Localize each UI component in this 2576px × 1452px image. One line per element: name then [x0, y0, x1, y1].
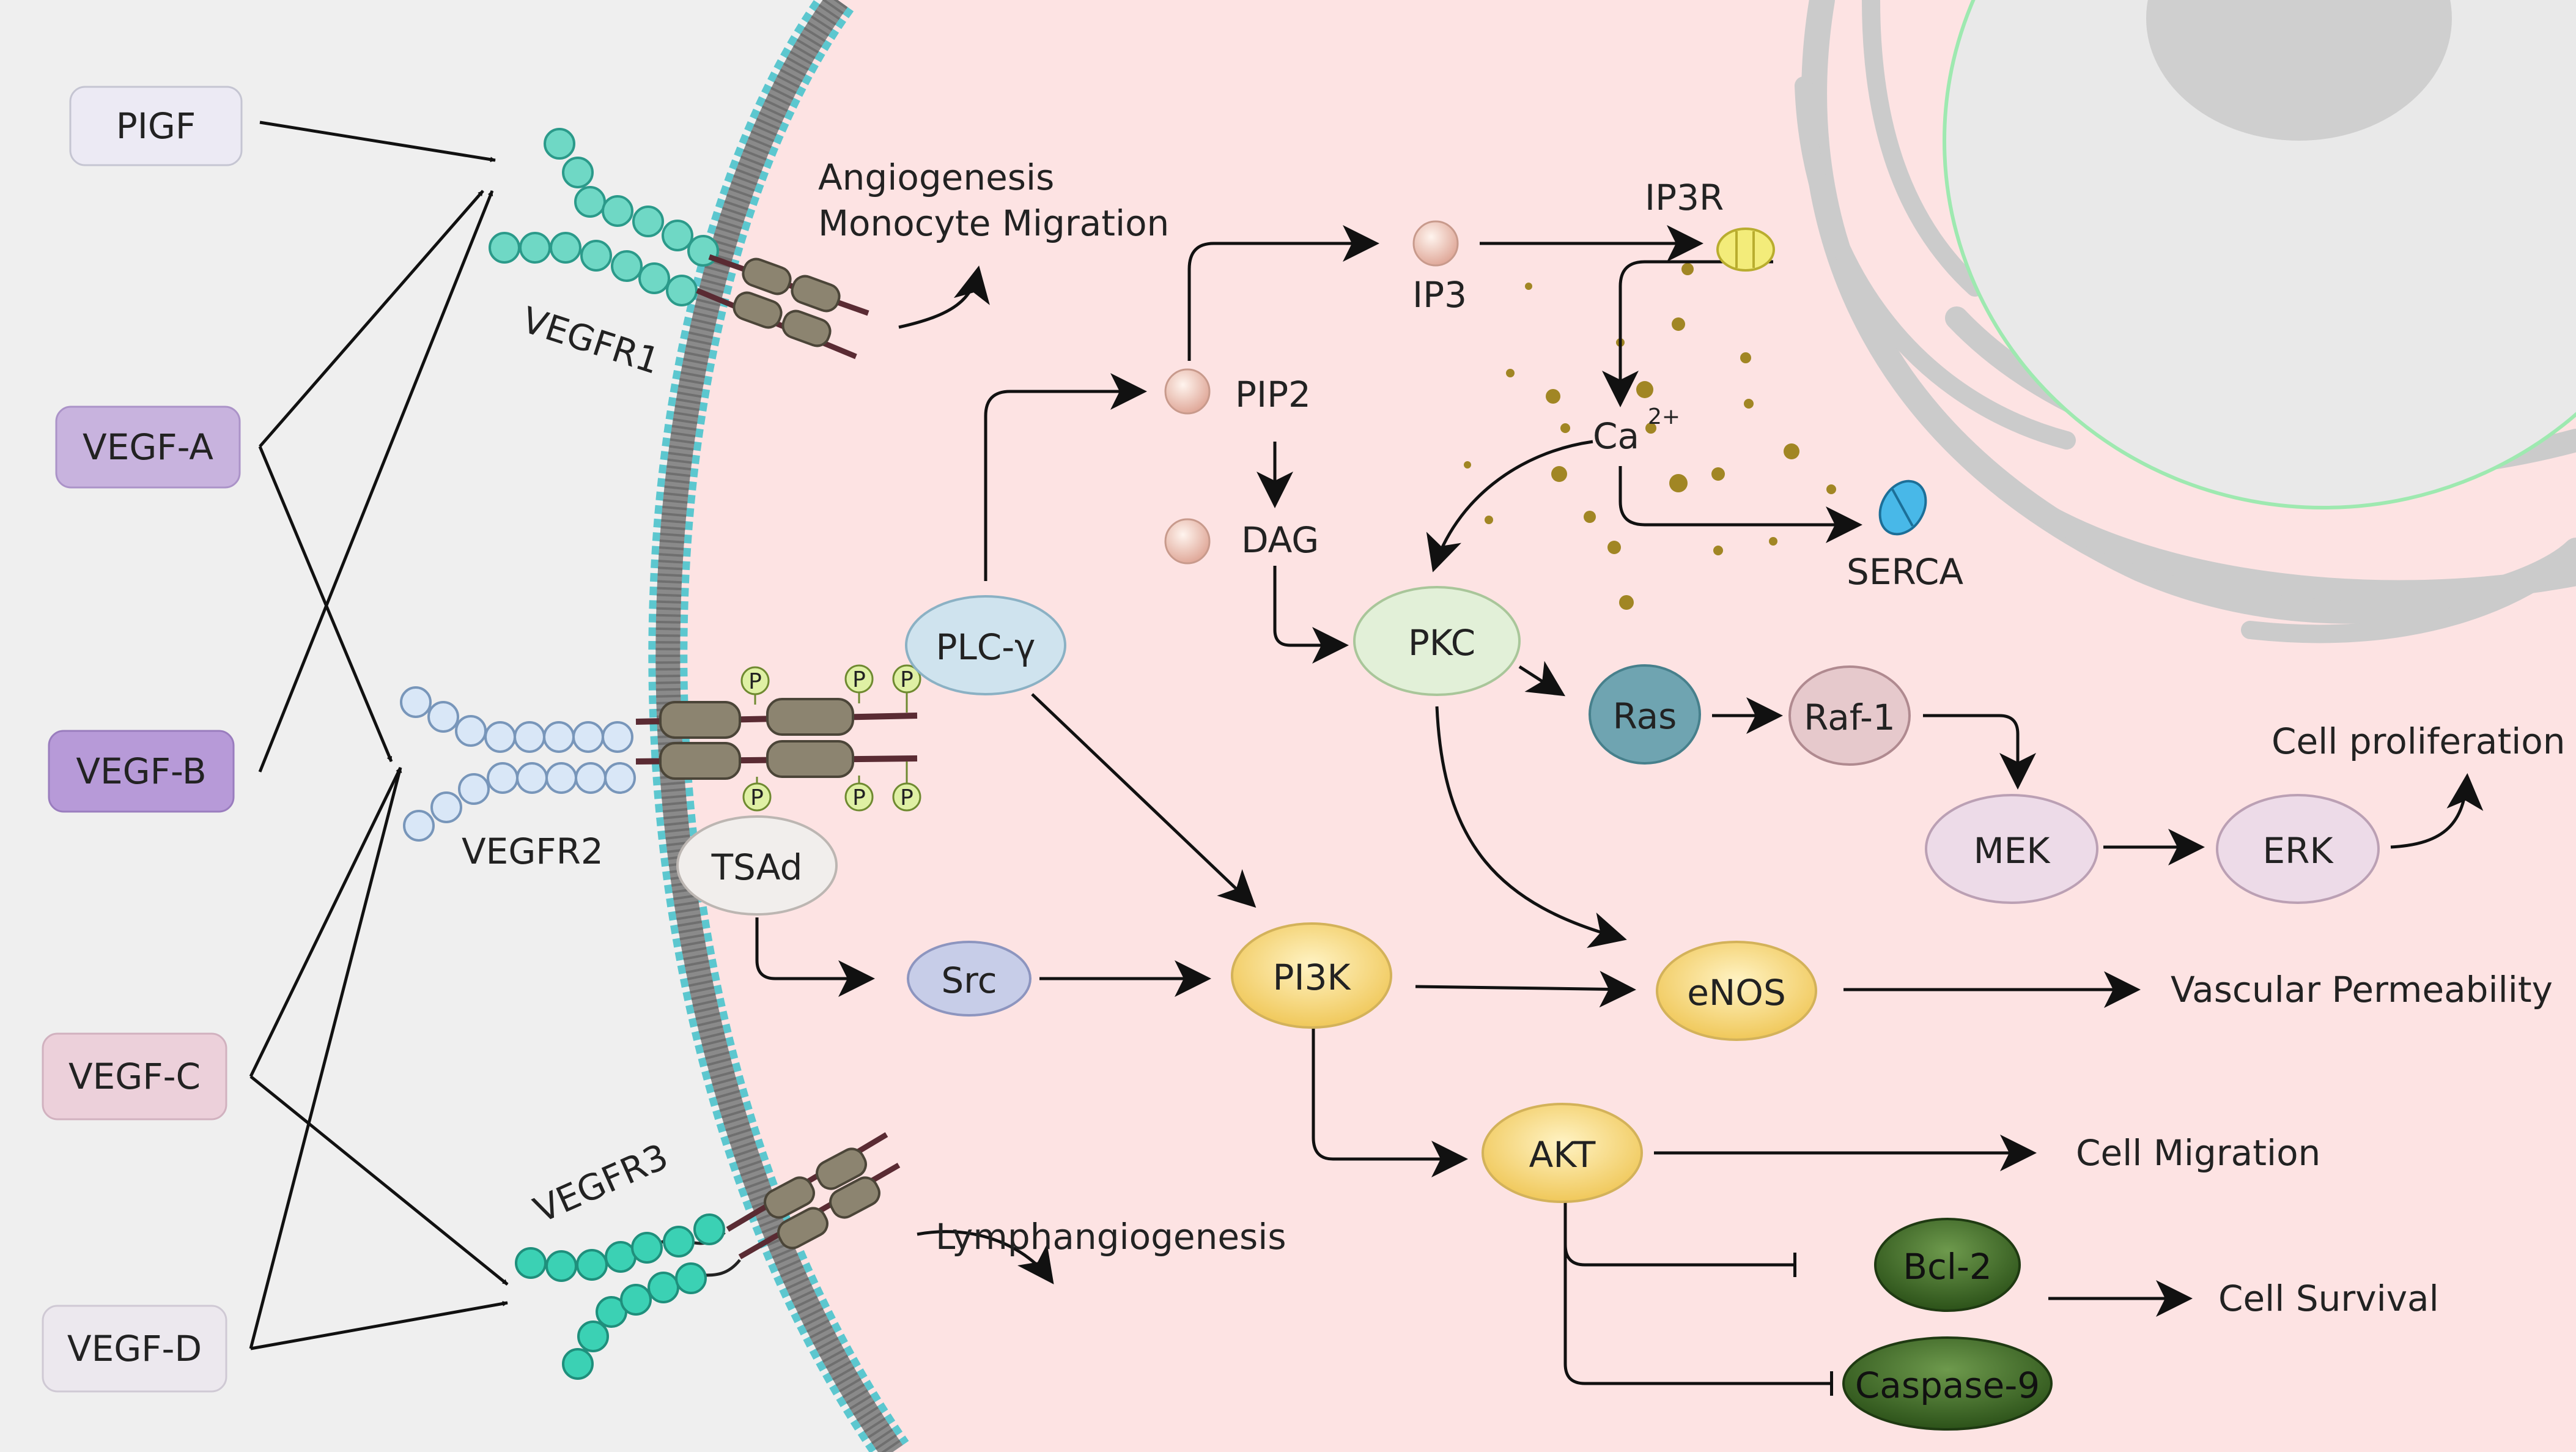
ligand-vegf-a: VEGF-A [55, 406, 241, 489]
raf1-node: Raf-1 [1788, 665, 1911, 766]
enos-label: eNOS [1687, 972, 1786, 1013]
pathway-arrows [755, 225, 2484, 1396]
ip3-label: IP3 [1412, 274, 1467, 316]
caspase9-label: Caspase-9 [1855, 1365, 2040, 1406]
ligand-pigf-label: PIGF [116, 105, 196, 147]
phospho-site: P [900, 667, 913, 692]
outcome-lymphangiogenesis: Lymphangiogenesis [936, 1216, 1286, 1258]
ligand-vegf-d-label: VEGF-D [67, 1328, 202, 1369]
ligand-pigf: PIGF [69, 86, 243, 166]
pi3k-node: PI3K [1231, 922, 1392, 1029]
pip2-molecule: PIP2 [1164, 368, 1311, 415]
outcome-cell-migration: Cell Migration [2076, 1132, 2320, 1174]
vegfr2-receptor: P P P P P P VEGFR2 [400, 664, 921, 872]
caspase9-node: Caspase-9 [1842, 1336, 2053, 1431]
outcome-angiogenesis: Angiogenesis [818, 157, 1054, 198]
ligand-vegf-c-label: VEGF-C [68, 1056, 201, 1097]
outcome-labels: Angiogenesis Monocyte Migration Lymphang… [818, 157, 2566, 1319]
calcium-charge: 2+ [1648, 404, 1680, 429]
src-label: Src [941, 960, 997, 1001]
phospho-site: P [748, 669, 762, 694]
enos-node: eNOS [1656, 941, 1817, 1041]
ligand-vegf-b: VEGF-B [48, 730, 235, 813]
mek-node: MEK [1925, 794, 2098, 904]
ras-label: Ras [1613, 695, 1677, 737]
pkc-node: PKC [1353, 586, 1521, 696]
src-node: Src [907, 941, 1032, 1017]
akt-label: AKT [1529, 1134, 1596, 1176]
outcome-vascular-permeability: Vascular Permeability [2171, 969, 2553, 1010]
ip3r-label: IP3R [1645, 177, 1724, 218]
bcl2-label: Bcl-2 [1903, 1246, 1992, 1287]
phospho-site: P [900, 785, 913, 810]
erk-node: ERK [2216, 794, 2380, 904]
calcium-label: Ca [1593, 415, 1639, 457]
cell-membrane [648, 0, 909, 1452]
outcome-cell-survival: Cell Survival [2218, 1278, 2439, 1319]
dag-molecule: DAG [1164, 518, 1319, 565]
ligand-vegf-a-label: VEGF-A [83, 426, 213, 468]
akt-node: AKT [1482, 1103, 1643, 1203]
ligand-vegf-d: VEGF-D [42, 1305, 227, 1393]
raf1-label: Raf-1 [1804, 697, 1895, 738]
bcl2-node: Bcl-2 [1874, 1218, 2021, 1312]
mek-label: MEK [1974, 830, 2051, 872]
outcome-cell-proliferation: Cell proliferation [2272, 720, 2566, 762]
dag-label: DAG [1241, 519, 1319, 561]
phospho-site: P [852, 785, 866, 810]
ligand-vegf-c: VEGF-C [42, 1032, 227, 1120]
pi3k-label: PI3K [1272, 957, 1351, 998]
outcome-monocyte-migration: Monocyte Migration [818, 202, 1169, 244]
calcium-granules [1464, 263, 1836, 610]
ligand-arrows [249, 120, 509, 1350]
vegfr1-receptor: VEGFR1 [489, 128, 869, 382]
erk-label: ERK [2263, 830, 2334, 872]
tsad-node: TSAd [676, 815, 838, 916]
phospho-site: P [852, 667, 866, 692]
pkc-label: PKC [1408, 622, 1475, 664]
tsad-label: TSAd [711, 846, 803, 888]
ras-node: Ras [1589, 664, 1701, 765]
ip3r-channel: IP3R [1645, 177, 1775, 272]
serca-label: SERCA [1847, 551, 1963, 593]
nucleus [1943, 0, 2576, 509]
ligand-vegf-b-label: VEGF-B [76, 750, 206, 792]
ip3-molecule: IP3 [1412, 220, 1467, 316]
calcium-ion: Ca 2+ [1593, 404, 1680, 457]
phospho-site: P [750, 785, 764, 810]
plc-gamma-label: PLC-γ [936, 626, 1035, 668]
vegfr2-label: VEGFR2 [462, 831, 603, 872]
plc-gamma-node: PLC-γ [905, 595, 1066, 695]
pip2-label: PIP2 [1235, 374, 1311, 415]
serca-pump: SERCA [1847, 480, 1963, 593]
